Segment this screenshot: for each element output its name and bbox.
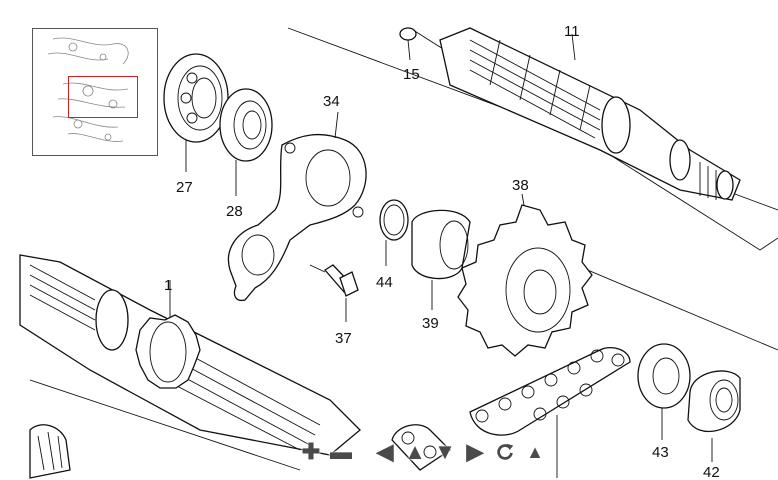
pan-left-button[interactable]: ◀: [372, 439, 398, 465]
o-ring-44: [379, 199, 409, 266]
part-number-39[interactable]: 39: [422, 315, 439, 332]
sprocket-38: [457, 193, 593, 357]
oil-seal-28: [219, 88, 273, 196]
part-15-washer: [399, 27, 417, 61]
chevron-up-icon: ▲: [526, 442, 544, 462]
drive-chain: [469, 347, 631, 478]
part-number-42[interactable]: 42: [703, 464, 720, 480]
reset-rotate-icon: [497, 443, 514, 460]
arrow-up-icon: ▲: [404, 439, 426, 464]
zoom-in-button[interactable]: ✚: [298, 439, 324, 465]
minus-icon: ▬: [330, 439, 352, 464]
part-number-28[interactable]: 28: [226, 203, 243, 220]
part-number-34[interactable]: 34: [323, 93, 340, 110]
chain-joint: [391, 424, 452, 471]
arrow-down-icon: ▼: [434, 439, 456, 464]
reset-view-button[interactable]: [492, 439, 518, 465]
zoom-out-button[interactable]: ▬: [328, 439, 354, 465]
plus-icon: ✚: [301, 439, 321, 464]
part-number-27[interactable]: 27: [176, 179, 193, 196]
part-number-15[interactable]: 15: [403, 66, 420, 83]
viewport-highlight[interactable]: [68, 76, 138, 118]
pan-up-button[interactable]: ▲: [402, 439, 428, 465]
arrow-right-icon: ▶: [466, 439, 484, 464]
pan-right-button[interactable]: ▶: [462, 439, 488, 465]
collar-42: [687, 370, 741, 462]
bearing-27: [163, 53, 229, 172]
part-number-11[interactable]: 11: [564, 23, 580, 40]
arrow-left-icon: ◀: [376, 439, 394, 464]
overview-thumbnail[interactable]: [32, 28, 158, 156]
viewer-toolbar: ✚ ▬ ◀ ▲ ▼ ▶ ▲: [298, 436, 548, 468]
collapse-toolbar-button[interactable]: ▲: [522, 439, 548, 465]
part-number-37[interactable]: 37: [335, 330, 352, 347]
pan-down-button[interactable]: ▼: [432, 439, 458, 465]
bolt-37: [309, 264, 359, 322]
gear-fragment: [29, 424, 71, 479]
part-number-38[interactable]: 38: [512, 177, 529, 194]
part-number-44[interactable]: 44: [376, 274, 393, 291]
shaft-11: [439, 27, 741, 201]
part-number-43[interactable]: 43: [652, 444, 669, 461]
shaft-1: [19, 254, 361, 456]
part-number-1[interactable]: 1: [164, 277, 172, 294]
bracket-34: [227, 111, 367, 302]
washer-43: [637, 343, 691, 440]
